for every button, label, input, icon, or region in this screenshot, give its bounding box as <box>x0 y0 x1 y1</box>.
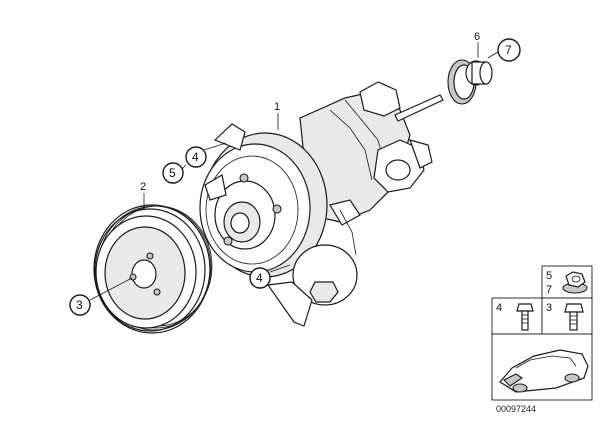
bolt-short-icon <box>516 303 534 331</box>
flange-nut-icon <box>562 271 588 294</box>
callout-pulley-bolt: 3 <box>69 277 133 316</box>
part-label-pulley: 2 <box>140 181 146 193</box>
legend-nut-label-a: 5 <box>546 270 552 282</box>
callout-bracket-bolt: 4 <box>249 264 291 289</box>
vehicle-location-icon <box>499 349 589 393</box>
legend-bolt-right-label: 3 <box>546 302 552 314</box>
callout-gear-nut-number: 7 <box>505 43 512 57</box>
pulley <box>93 204 213 334</box>
part-number-labels: 1 2 6 <box>140 31 480 210</box>
callout-pump-nut-upper: 5 <box>162 162 187 184</box>
callout-pulley-bolt-number: 3 <box>76 298 83 312</box>
power-steering-pump <box>199 81 444 327</box>
callout-pump-bolt-upper-number: 4 <box>192 150 199 164</box>
legend-nut-label-b: 7 <box>546 284 552 296</box>
hardware-legend: 5 7 4 3 <box>491 265 593 401</box>
callout-bracket-bolt-number: 4 <box>256 271 263 285</box>
callout-gear-nut: 7 <box>487 38 521 62</box>
part-label-gear: 6 <box>474 31 480 43</box>
document-id: 00097244 <box>496 404 536 414</box>
drive-gear <box>447 59 493 105</box>
part-label-pump: 1 <box>274 101 280 113</box>
legend-bolt-left-label: 4 <box>496 302 502 314</box>
bolt-long-icon <box>564 303 584 331</box>
callout-pump-bolt-upper: 4 <box>185 142 227 168</box>
callout-pump-nut-upper-number: 5 <box>169 166 176 180</box>
